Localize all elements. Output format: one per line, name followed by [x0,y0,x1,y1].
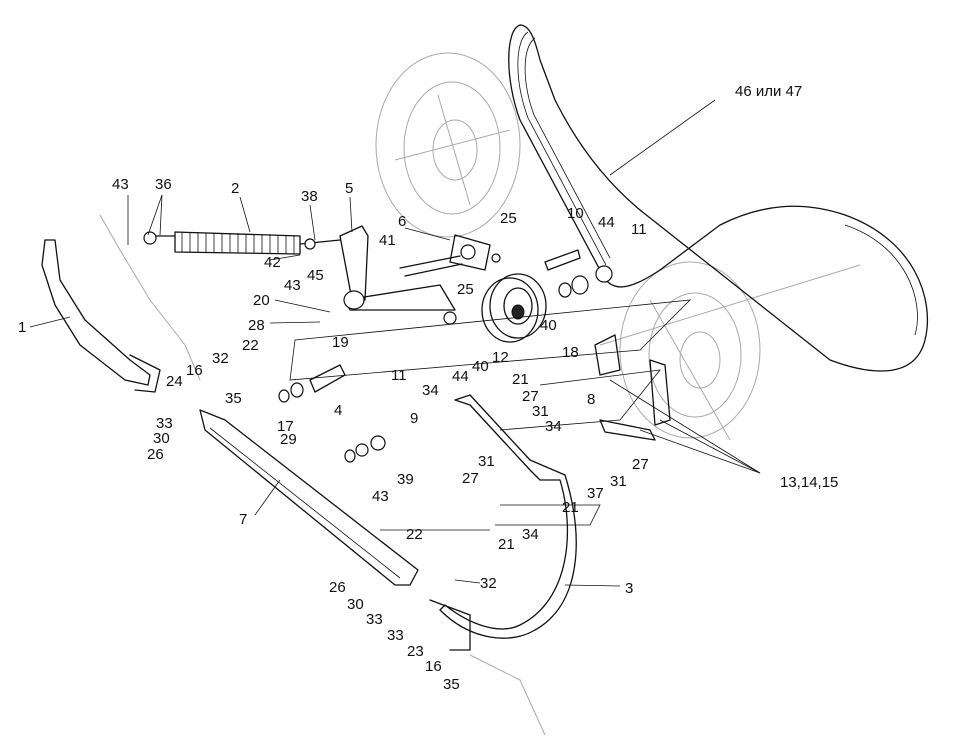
callout-label: 1 [18,319,26,336]
callout-label: 8 [587,391,595,408]
idler-pulley [481,273,547,343]
callout-label: 10 [567,205,584,222]
callout-label: 34 [545,418,562,435]
arm-1 [41,239,161,393]
callout-label: 40 [472,358,489,375]
callout-label: 3 [625,580,633,597]
section-outline [289,299,692,531]
callout-label: 13,14,15 [780,474,838,491]
callout-label: 43 [372,488,389,505]
callout-label: 21 [498,536,515,553]
callout-label: 36 [155,176,172,193]
callout-label: 23 [407,643,424,660]
bar-7 [199,409,419,586]
callout-label: 12 [492,349,509,366]
ghost-wheel-lower [599,261,861,441]
callout-label: 30 [347,596,364,613]
leader-lines [29,99,761,587]
callout-label: 21 [512,371,529,388]
callout-label: 27 [632,456,649,473]
ghost-bracket [99,214,546,736]
callout-label: 2 [231,180,239,197]
callout-label: 19 [332,334,349,351]
frame-3 [429,394,577,651]
callout-label: 18 [562,344,579,361]
link-4 [278,364,346,403]
callout-label: 27 [522,388,539,405]
callout-label: 43 [284,277,301,294]
callout-label: 45 [307,267,324,284]
callout-label: 37 [587,485,604,502]
callout-label: 22 [406,526,423,543]
callout-label: 35 [225,390,242,407]
tension-spring [143,231,341,255]
callout-label: 5 [345,180,353,197]
callout-label: 20 [253,292,270,309]
callout-label: 33 [366,611,383,628]
callout-label: 31 [610,473,627,490]
callout-label: 7 [239,511,247,528]
callout-label: 42 [264,254,281,271]
callout-label: 44 [452,368,469,385]
callout-label: 25 [500,210,517,227]
shaft-10 [544,249,613,298]
callout-label: 17 [277,418,294,435]
callout-label: 46 или 47 [735,83,802,100]
callout-label: 41 [379,232,396,249]
brackets-13-14-15 [594,334,671,441]
callout-label: 16 [425,658,442,675]
callout-label: 6 [398,213,406,230]
callout-label: 31 [532,403,549,420]
callout-label: 43 [112,176,129,193]
pivot-plate [399,234,501,277]
callout-label: 9 [410,410,418,427]
callout-label: 21 [562,499,579,516]
callout-label: 34 [522,526,539,543]
callout-label: 32 [212,350,229,367]
callout-label: 11 [391,367,407,384]
callout-label: 26 [329,579,346,596]
callout-label: 28 [248,317,265,334]
callout-label: 33 [387,627,404,644]
callout-label: 30 [153,430,170,447]
bushings-39 [344,435,386,463]
callout-label: 33 [156,415,173,432]
callout-label: 24 [166,373,183,390]
callout-label: 40 [540,317,557,334]
callout-labels: 46 или 47 43 36 2 38 5 6 25 10 44 11 41 … [18,83,838,693]
ghost-wheel-upper [375,52,521,238]
callout-label: 31 [478,453,495,470]
callout-label: 44 [598,214,615,231]
callout-label: 38 [301,188,318,205]
callout-label: 11 [631,221,647,238]
callout-label: 4 [334,402,342,419]
callout-label: 25 [457,281,474,298]
callout-label: 29 [280,431,297,448]
callout-label: 35 [443,676,460,693]
drive-belt [508,24,929,372]
callout-label: 39 [397,471,414,488]
callout-label: 26 [147,446,164,463]
lever-arm [339,225,457,325]
callout-label: 27 [462,470,479,487]
callout-label: 32 [480,575,497,592]
callout-label: 34 [422,382,439,399]
callout-label: 16 [186,362,203,379]
callout-label: 22 [242,337,259,354]
